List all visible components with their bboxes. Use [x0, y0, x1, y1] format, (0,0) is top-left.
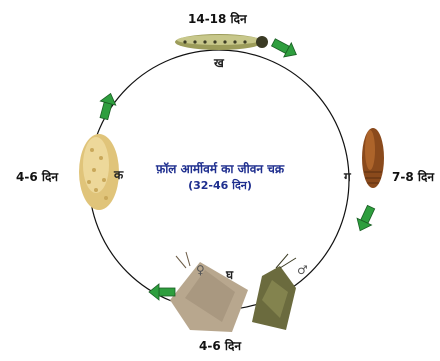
diagram-subtitle: (32-46 दिन): [150, 178, 290, 193]
egg-mass-image: [79, 134, 119, 210]
pupa-image: [362, 128, 384, 188]
arrow-larva-to-pupa: [270, 35, 300, 61]
larva-image: [175, 34, 268, 50]
arrow-egg-to-larva: [96, 91, 118, 120]
female-moth-image: [170, 252, 248, 332]
male-moth-image: [252, 254, 296, 330]
arrow-adult-to-egg: [149, 284, 175, 300]
larva-duration: 14-18 दिन: [188, 10, 247, 27]
egg-stage-letter: क: [114, 166, 123, 183]
male-symbol: ♂: [297, 263, 308, 277]
arrow-pupa-to-adult: [353, 204, 378, 234]
adult-duration: 4-6 दिन: [199, 337, 241, 354]
diagram-title: फ़ॉल आर्मीवर्म का जीवन चक्र: [150, 160, 290, 177]
egg-duration: 4-6 दिन: [16, 168, 58, 185]
pupa-stage-letter: ग: [344, 168, 351, 185]
female-symbol: ♀: [196, 263, 205, 277]
pupa-duration: 7-8 दिन: [392, 168, 434, 185]
larva-stage-letter: ख: [214, 54, 224, 71]
adult-stage-letter: घ: [226, 266, 233, 283]
